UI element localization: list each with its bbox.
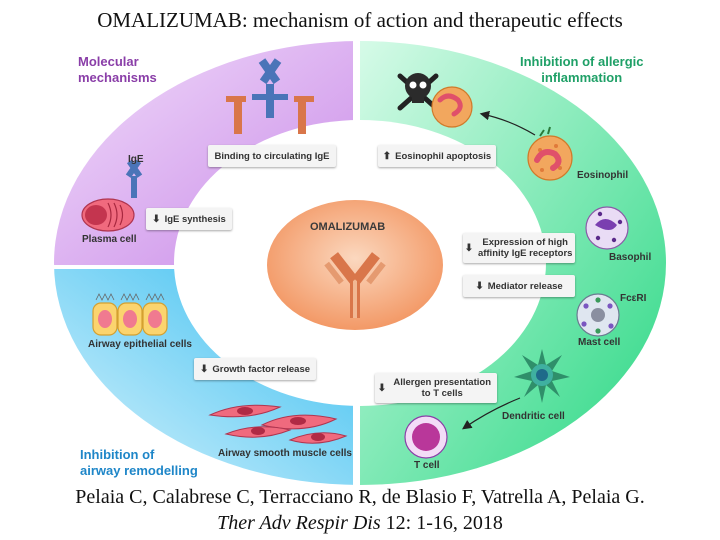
down-arrow-icon: ⬇ [464, 242, 474, 254]
t-cell-label: T cell [414, 460, 440, 471]
ige-synthesis-box: ⬇IgE synthesis [146, 208, 232, 230]
t-cell-icon [404, 415, 448, 459]
figure-title: OMALIZUMAB: mechanism of action and ther… [97, 8, 623, 32]
omalizumab-antibody-icon [324, 252, 386, 318]
basophil-label: Basophil [609, 252, 652, 263]
ige-icon [125, 159, 143, 198]
down-arrow-icon: ⬇ [475, 280, 484, 292]
plasma-cell-icon [81, 198, 135, 232]
eosinophil-apoptosis-box: ⬆Eosinophil apoptosis [378, 145, 496, 167]
apoptosis-arrow [479, 110, 536, 136]
ige-synthesis-text: IgE synthesis [164, 213, 226, 225]
omalizumab-label: OMALIZUMAB [310, 221, 386, 233]
mediator-release-text: Mediator release [487, 280, 563, 292]
receptor-expression-text: Expression of high affinity IgE receptor… [477, 237, 573, 259]
growth-factor-text: Growth factor release [212, 363, 311, 375]
antibody-ige-complex-icon [226, 58, 314, 134]
allergen-presentation-text: Allergen presentation to T cells [393, 377, 492, 399]
plasma-cell-label: Plasma cell [82, 234, 137, 245]
receptor-expression-box: ⬇Expression of high affinity IgE recepto… [463, 233, 575, 263]
citation: Pelaia C, Calabrese C, Terracciano R, de… [0, 484, 720, 536]
down-arrow-icon: ⬇ [152, 213, 161, 225]
eosinophil-label: Eosinophil [577, 170, 629, 181]
mediator-release-box: ⬇Mediator release [463, 275, 575, 297]
airway-smooth-muscle-label: Airway smooth muscle cells [218, 448, 352, 459]
down-arrow-icon: ⬇ [377, 382, 387, 394]
fceri-label: FcεRI [620, 293, 647, 304]
eosinophil-icon [527, 126, 573, 181]
up-arrow-icon: ⬆ [382, 150, 392, 162]
airway-epithelial-label: Airway epithelial cells [88, 339, 192, 350]
basophil-icon [585, 206, 629, 250]
down-arrow-icon: ⬇ [199, 363, 209, 375]
citation-journal-line: Ther Adv Respir Dis 12: 1-16, 2018 [0, 510, 720, 536]
citation-reference: 12: 1-16, 2018 [380, 512, 503, 534]
binding-ige-box: Binding to circulating IgE [208, 145, 336, 167]
dendritic-cell-label: Dendritic cell [502, 411, 565, 422]
mast-cell-icon [576, 293, 620, 337]
presentation-arrow [462, 397, 521, 430]
airway-smooth-muscle-cells-icon [208, 404, 348, 444]
mast-cell-label: Mast cell [578, 337, 621, 348]
ige-label: IgE [128, 154, 144, 165]
allergen-presentation-box: ⬇ Allergen presentation to T cells [375, 373, 497, 403]
skull-crossbones-icon [397, 73, 439, 111]
airway-epithelial-cells-icon [92, 293, 168, 336]
dendritic-cell-icon [514, 349, 570, 403]
citation-journal: Ther Adv Respir Dis [217, 512, 381, 534]
citation-authors: Pelaia C, Calabrese C, Terracciano R, de… [75, 486, 645, 508]
eosinophil-apoptosis-text: Eosinophil apoptosis [395, 150, 492, 162]
binding-ige-text: Binding to circulating IgE [214, 150, 330, 162]
apoptotic-eosinophil-icon [431, 86, 473, 128]
center-disc [267, 200, 443, 330]
growth-factor-box: ⬇Growth factor release [194, 358, 316, 380]
